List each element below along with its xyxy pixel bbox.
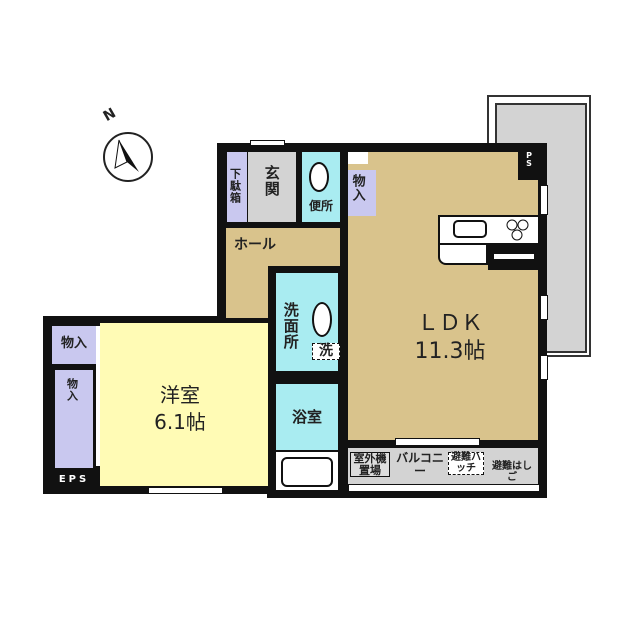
- ac-unit-label: 室外機置場: [350, 452, 390, 478]
- storage-west2[interactable]: [52, 370, 96, 468]
- balcony-label: バルコニー: [396, 451, 444, 478]
- hatch-label: 避難ハッチ: [448, 452, 484, 475]
- closet-doors[interactable]: [96, 326, 100, 466]
- small-shaft: [348, 152, 368, 164]
- western-size: 6.1帖: [154, 410, 206, 434]
- washer-label: 洗: [312, 343, 340, 360]
- compass: [103, 132, 153, 182]
- stove-icon: [506, 219, 529, 241]
- storage-west[interactable]: [52, 326, 96, 364]
- hall-lower: [226, 266, 268, 318]
- hall-label: ホール: [234, 237, 276, 253]
- ldk-window-3[interactable]: [540, 355, 548, 380]
- balcony-rail: [348, 484, 540, 492]
- fridge-space: [488, 245, 540, 270]
- storage-ldk[interactable]: [348, 170, 376, 216]
- shoe-box[interactable]: [227, 152, 247, 222]
- toilet-icon: [309, 162, 329, 192]
- storage-west2-label: 物入: [65, 378, 79, 402]
- ldk-size: 11.3帖: [414, 339, 486, 364]
- bath-room[interactable]: [276, 384, 338, 450]
- shoe-box-label: 下駄箱: [228, 168, 242, 204]
- western-name: 洋室: [160, 383, 200, 407]
- sink-icon: [453, 220, 487, 238]
- ldk-name: ＬＤＫ: [416, 311, 483, 336]
- balcony-sliding-door[interactable]: [395, 438, 480, 446]
- eps-label: EPS: [58, 474, 90, 485]
- western-room: [100, 323, 268, 486]
- entrance-label: 玄関: [262, 165, 281, 197]
- bathtub: [276, 452, 338, 490]
- storage-ldk-label: 物入: [349, 174, 365, 202]
- north-arrow-icon: [114, 139, 139, 172]
- toilet-label: 便所: [308, 199, 333, 213]
- entrance: [248, 152, 296, 222]
- bath-label: 浴室: [291, 408, 322, 426]
- front-door[interactable]: [250, 140, 285, 146]
- washbasin-icon: [312, 302, 332, 337]
- ldk-window-2[interactable]: [540, 295, 548, 320]
- washroom-label: 洗面所: [281, 302, 300, 350]
- counter-extension: [438, 245, 488, 265]
- ldk-room: [348, 152, 538, 440]
- ldk-window-1[interactable]: [540, 185, 548, 215]
- ps-label: PS: [526, 151, 532, 169]
- western-window[interactable]: [148, 487, 223, 494]
- hall: [226, 228, 340, 266]
- compass-label: N: [100, 105, 119, 125]
- ladder-label: 避難はしご: [492, 461, 532, 483]
- storage-west-label: 物入: [60, 336, 87, 351]
- ps-shaft: [518, 150, 540, 180]
